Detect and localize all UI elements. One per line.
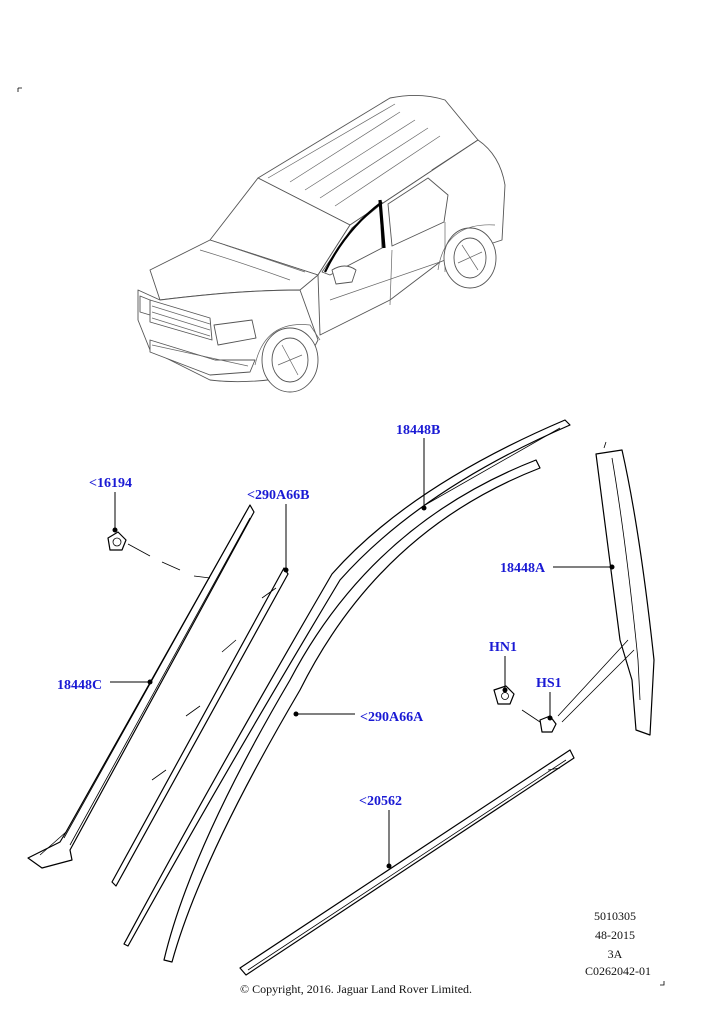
vehicle-illustration — [137, 95, 506, 393]
label-18448a[interactable]: 18448A — [500, 561, 546, 576]
label-290a66a[interactable]: <290A66A — [360, 710, 424, 725]
label-20562[interactable]: <20562 — [359, 794, 402, 809]
part-hs1-screw — [521, 709, 557, 733]
footer-code-1: 5010305 — [594, 909, 636, 923]
crop-mark-top-left — [17, 87, 22, 92]
label-hn1[interactable]: HN1 — [489, 640, 517, 655]
footer-code-4: C0262042-01 — [585, 964, 651, 978]
label-18448b[interactable]: 18448B — [396, 423, 440, 438]
label-16194[interactable]: <16194 — [89, 476, 132, 491]
part-18448b-shape — [123, 419, 571, 947]
part-20562-shape — [239, 749, 575, 976]
label-18448c[interactable]: 18448C — [57, 678, 102, 693]
dashed-leader — [127, 543, 211, 579]
crop-mark-bottom-right — [660, 981, 665, 986]
part-hn1-nut — [493, 685, 515, 705]
footer-code-2: 48-2015 — [595, 928, 635, 942]
part-18448c-shape — [27, 504, 255, 869]
copyright-notice: © Copyright, 2016. Jaguar Land Rover Lim… — [240, 982, 472, 996]
footer-code-3: 3A — [608, 947, 623, 961]
part-290a66a-shape — [163, 459, 541, 963]
part-290a66b-shape — [111, 567, 289, 887]
part-16194-clip — [107, 531, 127, 551]
leader-lines — [110, 438, 615, 869]
label-hs1[interactable]: HS1 — [536, 676, 562, 691]
part-18448a-shape — [557, 441, 655, 736]
label-290a66b[interactable]: <290A66B — [247, 488, 309, 503]
